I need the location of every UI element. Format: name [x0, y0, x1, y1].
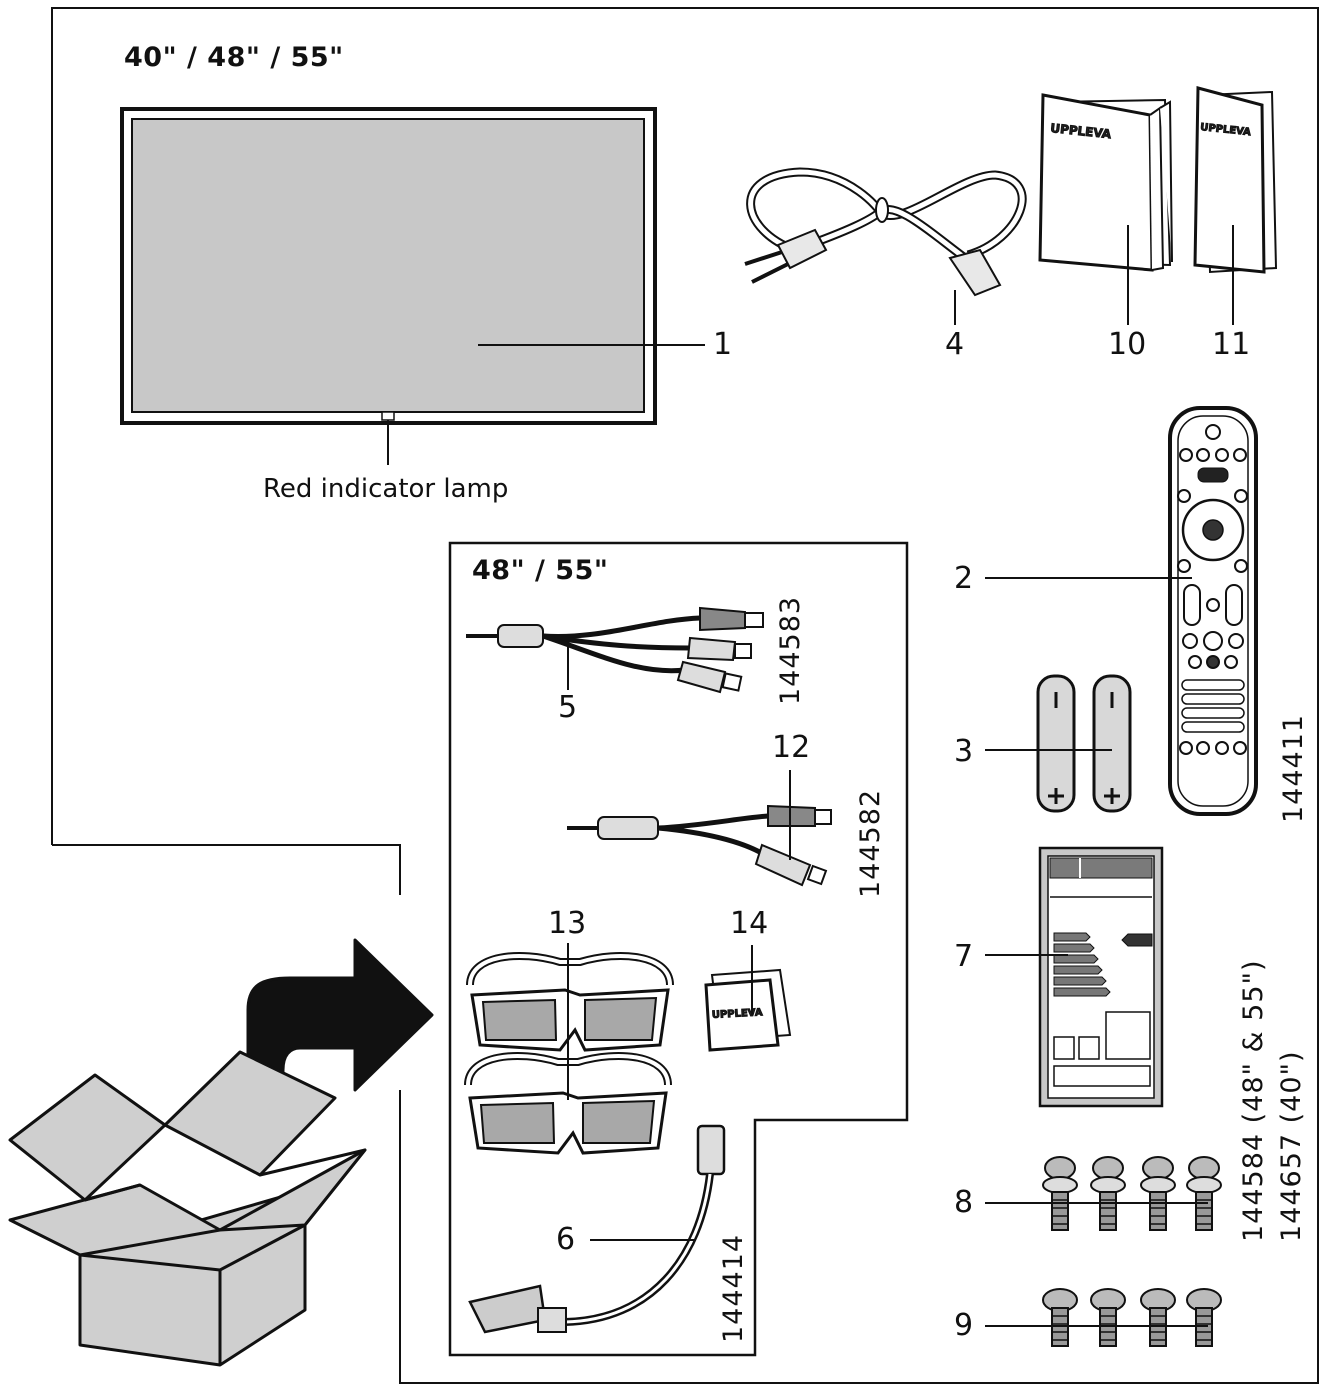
screws-9-drawing [985, 1288, 1222, 1347]
part-number-11: 11 [1212, 327, 1251, 362]
part-number-6: 6 [556, 1222, 576, 1257]
part-number-13: 13 [548, 906, 587, 941]
article-number-cable-12: 144582 [855, 788, 886, 898]
tv-drawing [120, 107, 705, 465]
part-number-7: 7 [954, 939, 974, 974]
part-number-3: 3 [954, 734, 974, 769]
av-cable-5-drawing [466, 606, 764, 694]
indicator-lamp-caption: Red indicator lamp [263, 474, 509, 504]
screws-8-drawing [985, 1156, 1222, 1231]
part-number-4: 4 [945, 327, 965, 362]
remote-drawing [985, 406, 1258, 816]
energy-label-drawing [985, 846, 1164, 1108]
part-number-9: 9 [954, 1308, 974, 1343]
power-cord-drawing [744, 167, 1027, 325]
part-number-10: 10 [1108, 327, 1147, 362]
manual-brand-text: UPPLEVA [1050, 121, 1113, 141]
inner-frame [448, 541, 909, 1357]
glasses-manual-drawing: UPPLEVA [704, 945, 792, 1052]
heading-large-sizes: 48" / 55" [472, 555, 609, 586]
article-number-cable-6: 144414 [718, 1233, 749, 1343]
small-manual-brand-text: UPPLEVA [712, 1007, 764, 1021]
3d-glasses-drawing [464, 943, 674, 1155]
scart-cable-drawing [468, 1124, 726, 1334]
article-number-cable-5: 144583 [775, 595, 806, 705]
heading-all-sizes: 40" / 48" / 55" [124, 42, 344, 73]
article-number-screws-40: 144657 (40") [1276, 1050, 1307, 1243]
batteries-drawing [985, 674, 1132, 813]
manuals-drawing: UPPLEVA UPPLEVA [1038, 86, 1278, 325]
part-number-2: 2 [954, 561, 974, 596]
av-cable-12-drawing [567, 770, 832, 887]
part-number-5: 5 [558, 690, 578, 725]
article-number-screws-48-55: 144584 (48" & 55") [1238, 959, 1269, 1243]
outer-frame [51, 7, 1319, 1384]
part-number-8: 8 [954, 1185, 974, 1220]
part-number-14: 14 [730, 906, 769, 941]
part-number-1: 1 [713, 327, 733, 362]
article-number-remote: 144411 [1278, 713, 1309, 823]
open-box-drawing [8, 938, 434, 1367]
part-number-12: 12 [772, 730, 811, 765]
